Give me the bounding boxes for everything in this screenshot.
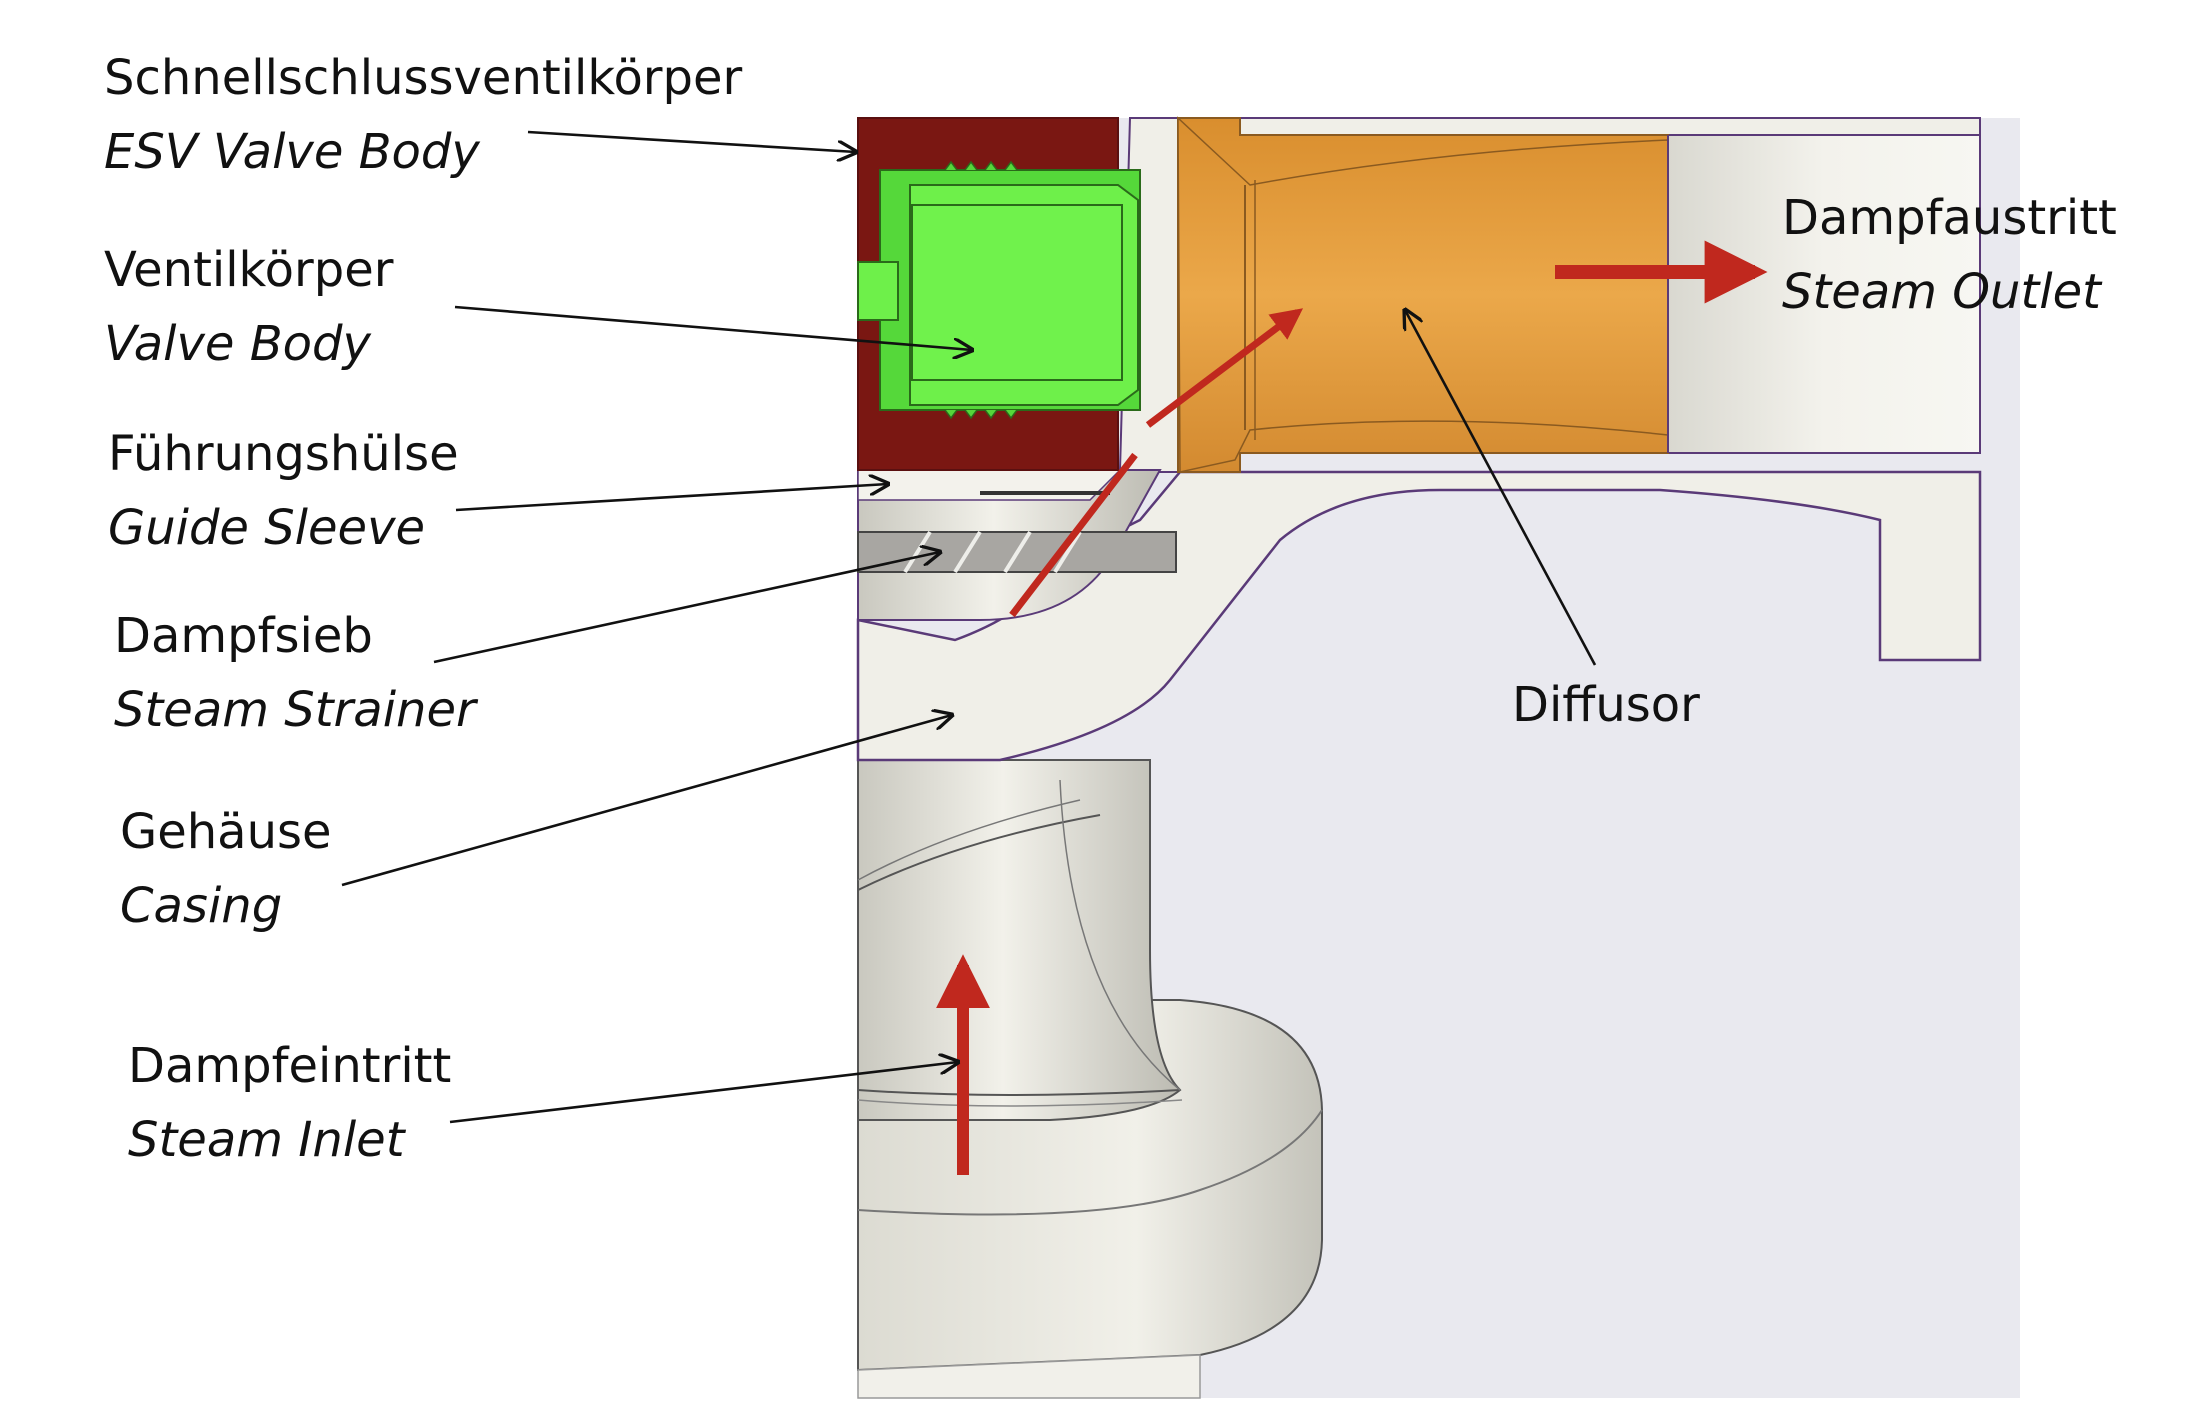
label-esv-valve-body: Schnellschlussventilkörper ESV Valve Bod… <box>104 48 742 182</box>
label-steam-strainer-en: Steam Strainer <box>114 682 476 738</box>
valve-body-shape <box>857 160 1141 420</box>
leader-lines <box>341 130 1597 1124</box>
label-diffusor-de: Diffusor <box>1512 677 1700 733</box>
label-steam-inlet: Dampfeintritt Steam Inlet <box>128 1036 451 1170</box>
label-esv-valve-body-en: ESV Valve Body <box>104 124 480 180</box>
flow-arrow-strainer <box>1009 452 1138 618</box>
label-steam-inlet-de: Dampfeintritt <box>128 1038 452 1094</box>
leader-casing <box>341 715 952 887</box>
label-casing: Gehäuse Casing <box>120 802 332 936</box>
leader-steam-inlet <box>449 1062 958 1124</box>
label-casing-en: Casing <box>120 878 283 934</box>
flow-arrow-diffusor <box>1145 308 1304 428</box>
steam-strainer <box>857 530 1177 574</box>
label-esv-valve-body-de: Schnellschlussventilkörper <box>104 50 743 106</box>
label-steam-strainer-de: Dampfsieb <box>114 608 373 664</box>
label-valve-body: Ventilkörper Valve Body <box>104 240 393 374</box>
label-steam-outlet-de: Dampfaustritt <box>1782 190 2117 246</box>
leader-valve-body <box>454 305 972 350</box>
leader-esv-valve-body <box>527 130 856 152</box>
leader-steam-strainer <box>433 552 940 664</box>
label-steam-inlet-en: Steam Inlet <box>128 1112 405 1168</box>
leader-diffusor <box>1405 310 1597 666</box>
label-diffusor: Diffusor <box>1512 675 1700 735</box>
label-casing-de: Gehäuse <box>120 804 332 860</box>
diffusor-shape <box>1177 116 1669 473</box>
label-steam-outlet: Dampfaustritt Steam Outlet <box>1782 188 2117 322</box>
label-guide-sleeve-en: Guide Sleeve <box>108 500 426 556</box>
label-valve-body-en: Valve Body <box>104 316 371 372</box>
flow-arrows <box>936 240 1768 1175</box>
label-guide-sleeve-de: Führungshülse <box>108 426 459 482</box>
label-guide-sleeve: Führungshülse Guide Sleeve <box>108 424 459 558</box>
leader-guide-sleeve <box>455 484 888 512</box>
label-valve-body-de: Ventilkörper <box>104 242 394 298</box>
label-steam-strainer: Dampfsieb Steam Strainer <box>114 606 476 740</box>
label-steam-outlet-en: Steam Outlet <box>1782 264 2101 320</box>
inlet-pipe <box>857 759 1183 1121</box>
